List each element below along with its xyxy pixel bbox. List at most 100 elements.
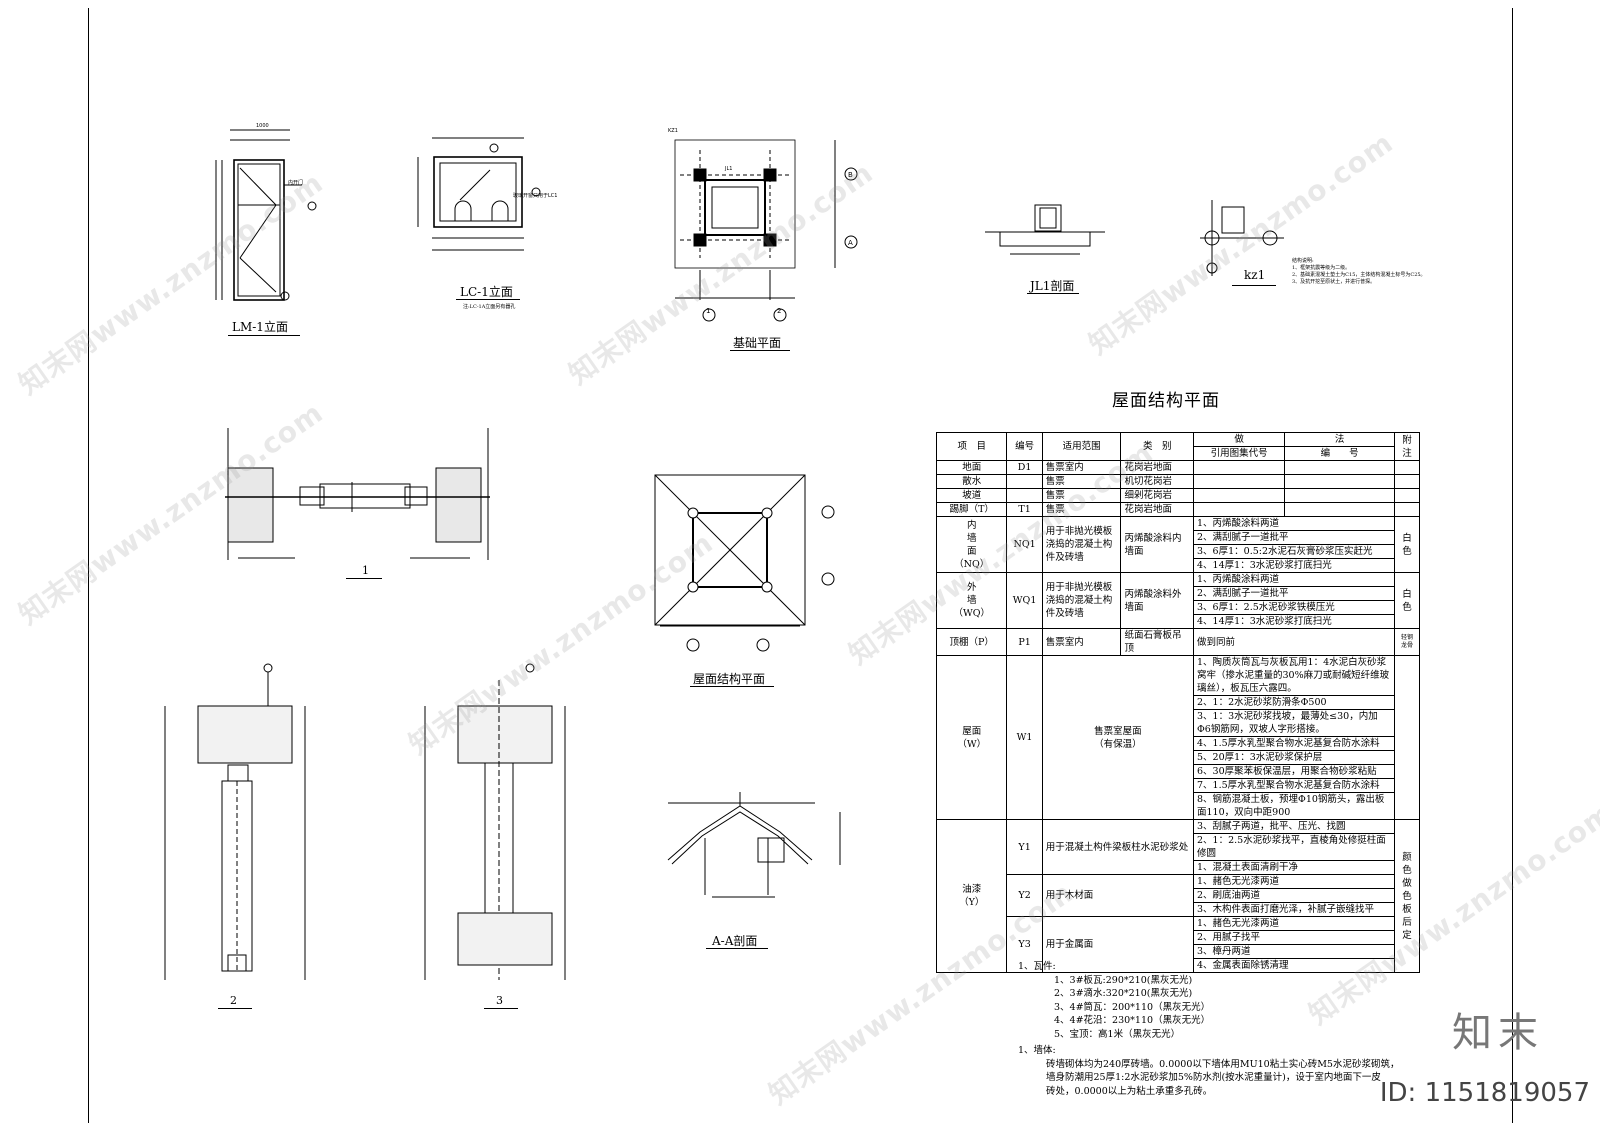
lc1-title-underline: [456, 299, 520, 300]
aa-section-title: A-A剖面: [712, 934, 758, 948]
roof-step-1: 1、陶质灰筒瓦与灰板瓦用1：4水泥白灰砂浆窝牢（掺水泥重量的30%麻刀或耐碱短纤…: [1193, 655, 1396, 696]
kz1-title-underline: [1232, 285, 1276, 286]
foundation-axis-2: 2: [777, 307, 781, 315]
header-scope: 适用范围: [1041, 432, 1122, 461]
table-row: 8、钢筋混凝土板，预埋Φ10钢筋头，露出板面110，双向中距900: [937, 792, 1420, 820]
floor-code: D1: [1006, 460, 1043, 475]
outer-wall-step-4: 4、14厚1：3水泥砂浆打底扫光: [1193, 614, 1396, 629]
table-row: 散水 售票 机切花岗岩: [935, 474, 1420, 489]
floor-number: [1284, 460, 1396, 475]
wall-notes: 1、墙体: 砖墙砌体均为240厚砖墙。0.0000以下墙体用MU10粘土实心砖M…: [1018, 1044, 1399, 1098]
tiles-line-1: 1、3#板瓦:290*210(黑灰无光): [1054, 974, 1193, 986]
lm1-title-underline: [228, 335, 300, 336]
paint-y2-scope: 用于木材面: [1041, 874, 1195, 917]
detail-1-title-underline: [346, 578, 382, 579]
svg-text:1000: 1000: [256, 123, 269, 129]
frame-right-border: [1512, 8, 1513, 1123]
foundation-plan: JL1 KZ1 1 2 B A: [668, 128, 858, 322]
outer-wall-step-2: 2、满刮腻子一道批平: [1193, 586, 1396, 601]
structural-notes: 结构说明: 1、框架抗震等级为二级。 2、基础素混凝土垫土为C15，主体结构混凝…: [1292, 258, 1426, 286]
inner-wall-item: 内 墙 面 （NQ）: [935, 516, 1008, 573]
paint-y2-step-1: 1、赭色无光漆两道: [1193, 874, 1396, 889]
roof-step-7: 7、1.5厚水乳型聚合物水泥基复合防水涂料: [1193, 778, 1396, 793]
struct-note-1: 1、框架抗震等级为二级。: [1292, 265, 1351, 271]
skirting-atlas: [1193, 502, 1286, 517]
floor-remark: [1394, 460, 1420, 475]
main-title: 屋面结构平面: [1112, 391, 1220, 411]
roof-step-4: 4、1.5厚水乳型聚合物水泥基复合防水涂料: [1193, 736, 1396, 751]
skirting-remark: [1394, 502, 1420, 517]
glass-note: 玻璃开窗只用于LC1: [513, 192, 557, 199]
header-number: 编 号: [1284, 446, 1396, 461]
ceiling-category: 纸面石膏板吊顶: [1120, 628, 1195, 656]
paint-y3-step-4: 4、金属表面除锈清理: [1193, 958, 1396, 973]
foundation-axis-a: A: [848, 239, 853, 247]
table-row: 2、1：2.5水泥砂浆找平，直棱角处修挺柱面修圆: [937, 833, 1420, 861]
outer-wall-remark: 白色: [1394, 572, 1420, 629]
table-row: 顶棚（P） P1 售票室内 纸面石膏板吊顶 做到同前 轻钢龙骨: [935, 628, 1420, 656]
table-row: Y3 用于金属面 1、赭色无光漆两道: [937, 916, 1420, 973]
detail-2-title: 2: [230, 994, 237, 1007]
foundation-title: 基础平面: [733, 336, 782, 350]
kz1-detail: [1200, 200, 1284, 276]
lm1-title: LM-1立面: [232, 320, 288, 334]
roof-step-2: 2、1：2水泥砂浆防滑条Φ500: [1193, 695, 1396, 710]
detail-1-title: 1: [362, 564, 369, 577]
tiles-line-4: 4、4#花沿：230*110（黑灰无光）: [1054, 1015, 1211, 1026]
aa-section: [667, 792, 841, 898]
tiles-line-3: 3、4#筒瓦：200*110（黑灰无光）: [1054, 1001, 1211, 1013]
struct-note-2: 2、基础素混凝土垫土为C15，主体结构混凝土标号为C25。: [1292, 272, 1426, 278]
ceiling-item: 顶棚（P）: [935, 628, 1008, 656]
header-code: 编号: [1006, 432, 1043, 461]
detail-1: [225, 428, 490, 560]
table-row: 4、金属表面除锈清理: [937, 958, 1420, 973]
roof-remark: [1394, 655, 1420, 820]
inner-wall-step-2: 2、满刮腻子一道批平: [1193, 530, 1396, 545]
detail-2-title-underline: [218, 1008, 252, 1009]
paint-y2-step-2: 2、刷底油两道: [1193, 888, 1396, 903]
outer-wall-scope: 用于非抛光模板浇捣的混凝土构件及砖墙: [1041, 572, 1122, 629]
detail-3-title-underline: [484, 1008, 518, 1009]
wall-title: 1、墙体:: [1018, 1045, 1056, 1056]
skirting-category: 花岗岩地面: [1120, 502, 1195, 517]
jl1-title-underline: [1027, 293, 1079, 294]
table-row: 坡道 售票 细剁花岗岩: [935, 488, 1420, 503]
paint-remark: 颜色做色板后定: [1394, 819, 1420, 973]
table-row: 地面 D1 售票室内 花岗岩地面: [935, 460, 1420, 475]
roof-scope: 售票室屋面 （有保温）: [1041, 655, 1195, 820]
inner-wall-step-4: 4、14厚1：3水泥砂浆打底扫光: [1193, 558, 1396, 573]
paint-y1-step-1: 3、刮腻子两道，批平、压光、找圆: [1193, 819, 1396, 834]
paint-y3-step-1: 1、赭色无光漆两道: [1193, 916, 1396, 931]
outer-wall-code: WQ1: [1006, 572, 1043, 629]
roof-step-8: 8、钢筋混凝土板，预埋Φ10钢筋头，露出板面110，双向中距900: [1193, 792, 1396, 820]
lc1-title: LC-1立面: [460, 285, 513, 299]
outer-wall-category: 丙烯酸涂料外墙面: [1120, 572, 1195, 629]
paint-y1-step-2: 2、1：2.5水泥砂浆找平，直棱角处修挺柱面修圆: [1193, 833, 1396, 861]
struct-note-title: 结构说明:: [1292, 258, 1314, 264]
inner-wall-category: 丙烯酸涂料内墙面: [1120, 516, 1195, 573]
site-logo: 知末: [1452, 1010, 1544, 1056]
jl1-tag: JL1: [724, 166, 732, 172]
roof-code: W1: [1006, 655, 1043, 820]
tiles-title: 1、瓦件:: [1018, 961, 1056, 972]
lc1-note: 注:LC-1A立面另有器孔: [463, 304, 516, 310]
tiles-line-2: 2、3#滴水:320*210(黑灰无光): [1054, 988, 1193, 999]
specification-table: 项 目 编号 适用范围 类 别 做 法 附注 引用图集代号 编 号 地面 D1 …: [935, 432, 1420, 973]
ceiling-remark: 轻钢龙骨: [1394, 628, 1420, 656]
paint-y3-code: Y3: [1006, 916, 1043, 973]
roof-item: 屋面 （W）: [935, 655, 1008, 820]
roof-structure-small: [654, 474, 835, 652]
ceiling-code: P1: [1006, 628, 1043, 656]
table-row: 油漆 （Y） Y1 用于混凝土构件梁板柱水泥砂浆处 3、刮腻子两道，批平、压光、…: [935, 819, 1420, 973]
roof-step-3: 3、1：3水泥砂浆找坡，最薄处≤30，内加Φ6钢筋网，双坡人字形搭接。: [1193, 709, 1396, 737]
foundation-axis-b: B: [848, 171, 853, 179]
ramp-atlas: [1193, 488, 1286, 503]
outer-wall-step-3: 3、6厚1：2.5水泥砂浆铁模压光: [1193, 600, 1396, 615]
roof-small-title-underline: [690, 686, 774, 687]
apron-atlas: [1193, 474, 1286, 489]
skirting-item: 踢脚（T）: [935, 502, 1008, 517]
inner-wall-remark: 白色: [1394, 516, 1420, 573]
outer-wall-step-1: 1、丙烯酸涂料两道: [1193, 572, 1396, 587]
table-header-row-2: 引用图集代号 编 号: [937, 446, 1420, 461]
kz1-title: kz1: [1244, 268, 1266, 282]
